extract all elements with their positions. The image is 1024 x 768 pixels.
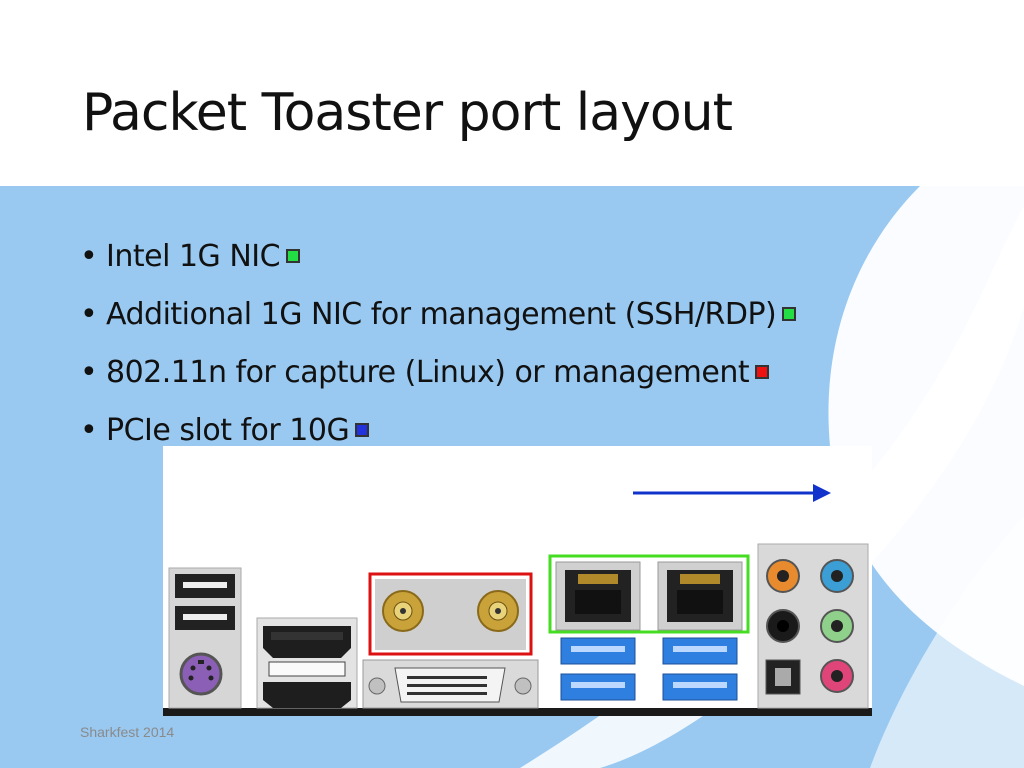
dvi-port-icon [362,659,539,709]
arrow-head-icon [813,484,831,502]
bullet-item: •Intel 1G NIC [80,228,796,286]
bullet-list: •Intel 1G NIC •Additional 1G NIC for man… [80,228,797,460]
bullet-text: 802.11n for capture (Linux) or managemen… [106,355,750,390]
bullet-dot: • [80,297,98,332]
audio-jack-icon [766,559,854,693]
bullet-text: PCIe slot for 10G [106,413,350,448]
red-square-marker [755,365,770,379]
bullet-text: Additional 1G NIC for management (SSH/RD… [106,297,777,332]
bullet-text: Intel 1G NIC [106,239,281,274]
bullet-dot: • [80,413,98,448]
title-area: Packet Toaster port layout [0,0,1024,186]
ethernet-port-icon [555,561,641,631]
bullet-dot: • [80,239,98,274]
nic-highlight-box [548,554,750,634]
motherboard-io-photo [163,446,872,716]
hdmi-port-icon [256,617,358,709]
bullet-item: •Additional 1G NIC for management (SSH/R… [80,286,797,344]
wifi-highlight-box [368,572,533,656]
blue-square-marker [355,423,370,437]
antenna-connector-icon [477,590,519,632]
bullet-item: •PCIe slot for 10G [80,402,796,460]
green-square-marker [782,307,797,321]
slide-title: Packet Toaster port layout [82,83,733,143]
usb-port-icon [560,637,738,701]
ps2-port-icon [179,652,223,696]
bullet-dot: • [80,355,98,390]
green-square-marker [286,249,301,263]
antenna-connector-icon [382,590,424,632]
bullet-item: •802.11n for capture (Linux) or manageme… [80,344,796,402]
ethernet-port-icon [657,561,743,631]
optical-port-icon [765,659,801,695]
slide-footer: Sharkfest 2014 [80,724,175,740]
